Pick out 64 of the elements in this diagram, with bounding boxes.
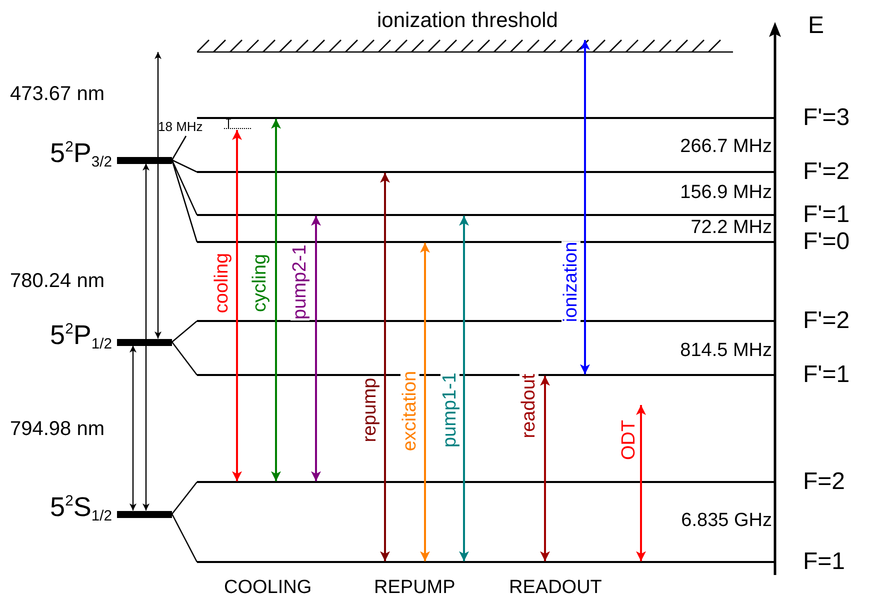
- level-label: F'=2: [803, 160, 851, 184]
- axis-label: E: [808, 14, 824, 38]
- level-label: F'=3: [803, 106, 851, 130]
- fine-structure-level-bar: [117, 338, 172, 346]
- energy-level-line: [197, 481, 775, 483]
- wavelength-label: 794.98 nm: [10, 419, 105, 439]
- connector-line: [171, 342, 198, 376]
- fine-structure-level-bar: [117, 156, 172, 164]
- manifold-label: REPUMP: [374, 578, 456, 597]
- transition-arrow: [540, 376, 550, 562]
- wavelength-arrow: [142, 164, 150, 510]
- connector-line: [172, 159, 198, 173]
- wavelength-label: 473.67 nm: [10, 84, 105, 104]
- energy-level-line: [197, 241, 775, 243]
- ionization-threshold-hatch: [197, 39, 733, 53]
- level-label: F=1: [803, 550, 846, 574]
- transition-label: cooling: [212, 252, 232, 314]
- transition-arrow: [459, 216, 469, 562]
- transition-label: excitation: [400, 370, 420, 452]
- connector-line: [171, 160, 198, 242]
- threshold-label: ionization threshold: [376, 10, 559, 31]
- connector-line: [171, 514, 198, 562]
- frequency-label: 156.9 MHz: [679, 183, 772, 202]
- state-label: 5$^{2}$S$_{1/2}$: [49, 494, 112, 524]
- wavelength-arrow: [154, 52, 162, 338]
- connector-line: [171, 482, 198, 514]
- frequency-label: 266.7 MHz: [679, 137, 772, 156]
- frequency-label: 6.835 GHz: [680, 511, 772, 530]
- fine-structure-level-bar: [117, 510, 172, 518]
- wavelength-label: 780.24 nm: [10, 271, 105, 291]
- state-label: 5$^{2}$P$_{1/2}$: [49, 322, 112, 352]
- transition-arrow: [271, 118, 281, 482]
- transition-arrow: [380, 172, 390, 562]
- transition-arrow: [636, 405, 646, 562]
- energy-level-line: [197, 171, 775, 173]
- energy-level-line: [197, 374, 775, 376]
- frequency-label: 18 MHz: [158, 120, 203, 133]
- transition-label: ionization: [562, 240, 580, 324]
- level-label: F'=2: [803, 309, 851, 333]
- transition-arrow: [420, 242, 430, 562]
- connector-line: [171, 136, 187, 160]
- energy-level-line: [197, 214, 775, 216]
- connector-line: [171, 160, 198, 216]
- transition-label: pump2-1: [290, 244, 310, 320]
- level-label: F'=1: [803, 363, 851, 387]
- transition-arrow: [311, 216, 321, 482]
- manifold-label: READOUT: [509, 578, 602, 597]
- level-label: F'=0: [803, 230, 851, 254]
- connector-line: [172, 320, 198, 342]
- energy-level-line: [197, 561, 775, 563]
- transition-label: pump1-1: [440, 372, 460, 448]
- transition-label: cycling: [250, 252, 270, 314]
- wavelength-arrow: [130, 346, 136, 510]
- level-label: F'=1: [803, 203, 851, 227]
- frequency-label: 72.2 MHz: [690, 218, 772, 237]
- frequency-label: 814.5 MHz: [679, 341, 772, 360]
- energy-level-line: [197, 117, 775, 119]
- level-label: F=2: [803, 470, 846, 494]
- energy-level-line: [197, 320, 775, 322]
- transition-arrow: [580, 40, 590, 374]
- transition-arrow: [232, 130, 242, 482]
- manifold-label: COOLING: [224, 578, 312, 597]
- transition-label: readout: [520, 372, 538, 440]
- state-label: 5$^{2}$P$_{3/2}$: [49, 140, 112, 170]
